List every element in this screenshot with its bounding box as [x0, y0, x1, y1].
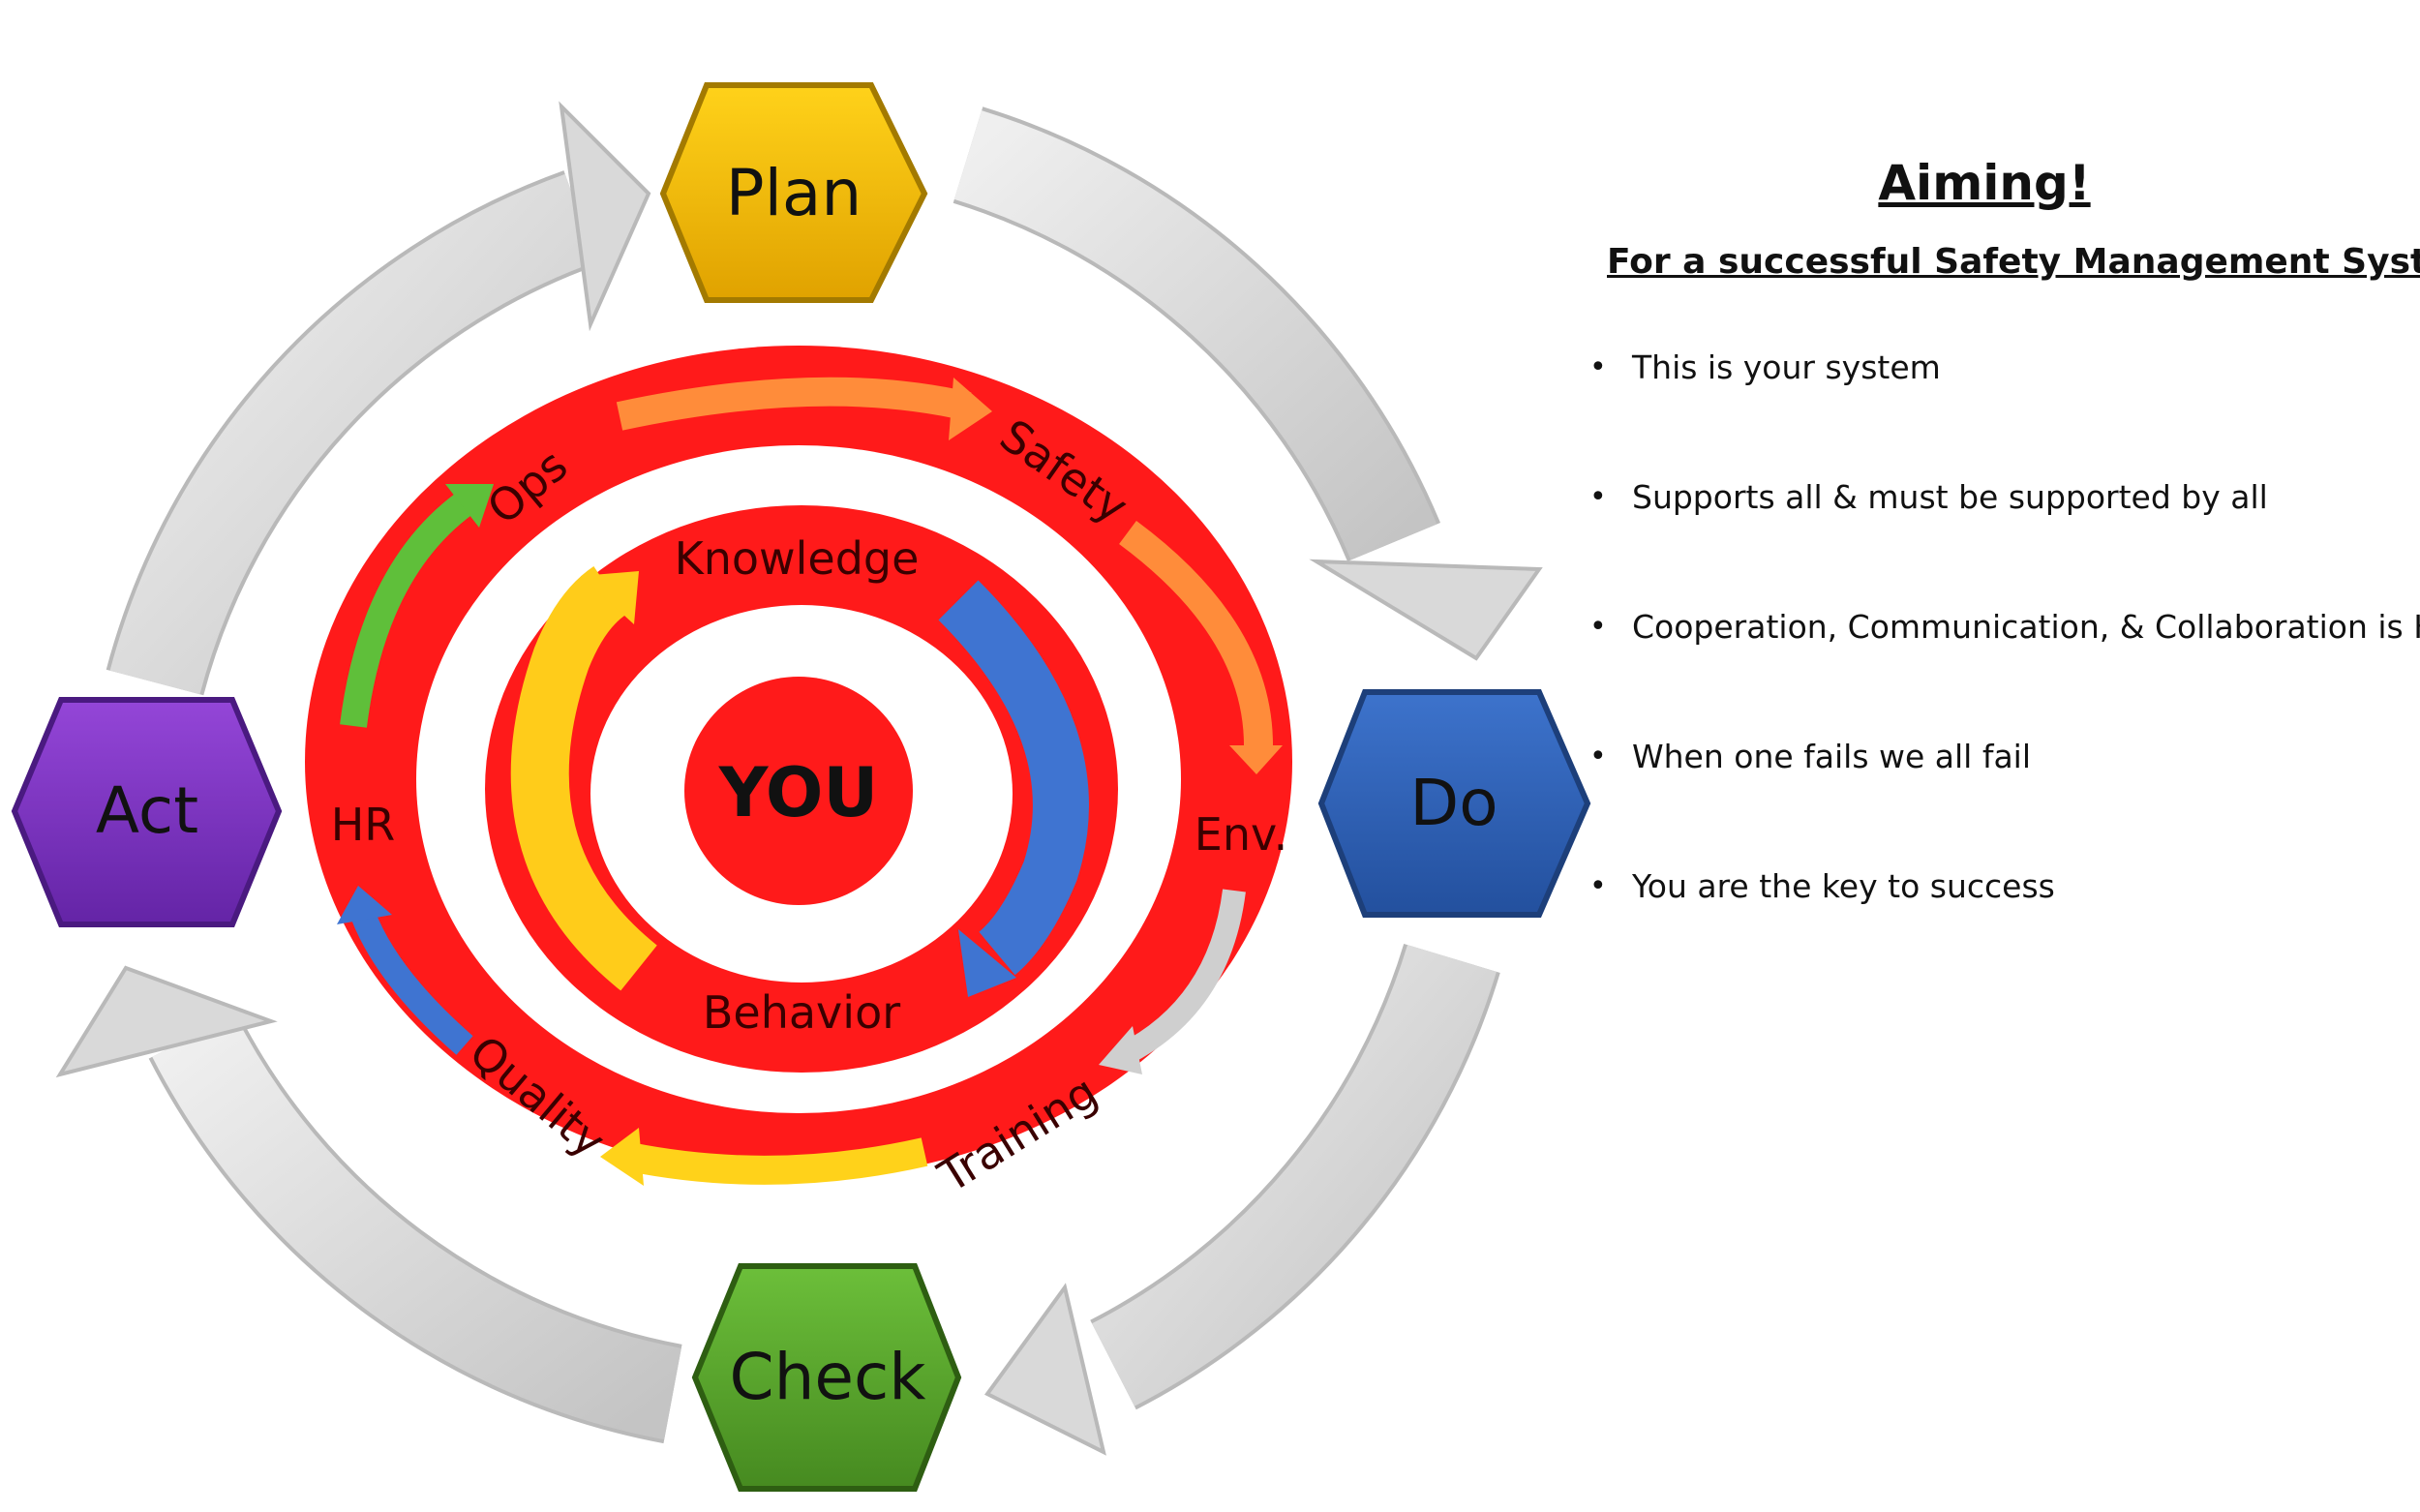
bullet-item: • When one fails we all fail: [1588, 738, 2420, 867]
label-knowledge: Knowledge: [675, 532, 920, 585]
bullet-list: • This is your system • Supports all & m…: [1588, 348, 2420, 997]
outer-ring-arrow-orange-right: [1119, 520, 1283, 774]
center-you-circle: [684, 677, 913, 905]
do-hexagon: Do: [1317, 689, 1591, 918]
bullet-text: When one fails we all fail: [1632, 738, 2032, 775]
label-you: YOU: [718, 753, 879, 832]
outer-ring-arrow-gray-right: [1099, 889, 1246, 1074]
side-subtitle: For a successful Safety Management Syste…: [1607, 242, 2420, 282]
act-label: Act: [96, 773, 198, 848]
outer-ring-arrow-blue-left: [337, 886, 473, 1055]
outer-ring-arrow-green: [340, 484, 494, 728]
bullet-dot-icon: •: [1589, 740, 1607, 773]
outer-ring-arrow-orange-top: [616, 377, 992, 440]
inner-ring-arrow-yellow: [510, 566, 658, 991]
do-label: Do: [1409, 766, 1497, 840]
bullet-item: • You are the key to success: [1588, 867, 2420, 997]
bullet-dot-icon: •: [1589, 869, 1607, 903]
bullet-text: This is your system: [1632, 348, 1941, 386]
label-behavior: Behavior: [703, 986, 900, 1039]
outer-ring-arrow-yellow-bottom: [600, 1128, 928, 1186]
side-title: Aiming!: [1878, 155, 2091, 211]
bullet-dot-icon: •: [1589, 480, 1607, 514]
cycle-arrow-act-to-plan: [106, 101, 651, 696]
label-env: Env.: [1195, 808, 1288, 861]
pdca-diagram: Knowledge Behavior Ops Safety Env. Train…: [11, 82, 1591, 1492]
inner-ring-arrow-blue: [938, 580, 1089, 997]
bullet-dot-icon: •: [1589, 610, 1607, 644]
bullet-dot-icon: •: [1589, 350, 1607, 384]
bullet-text: Supports all & must be supported by all: [1632, 478, 2268, 516]
cycle-arrow-do-to-check: [983, 943, 1500, 1456]
label-hr: HR: [331, 799, 396, 851]
bullet-text: Cooperation, Communication, & Collaborat…: [1632, 608, 2420, 646]
bullet-item: • This is your system: [1588, 348, 2420, 478]
plan-hexagon: Plan: [659, 82, 928, 303]
check-label: Check: [729, 1340, 926, 1414]
cycle-arrow-check-to-act: [55, 965, 682, 1444]
bullet-item: • Cooperation, Communication, & Collabor…: [1588, 608, 2420, 738]
bullet-item: • Supports all & must be supported by al…: [1588, 478, 2420, 608]
check-hexagon: Check: [691, 1263, 962, 1492]
bullet-text: You are the key to success: [1632, 867, 2055, 905]
plan-label: Plan: [726, 156, 862, 230]
cycle-arrow-plan-to-do: [953, 106, 1543, 661]
act-hexagon: Act: [11, 697, 283, 927]
